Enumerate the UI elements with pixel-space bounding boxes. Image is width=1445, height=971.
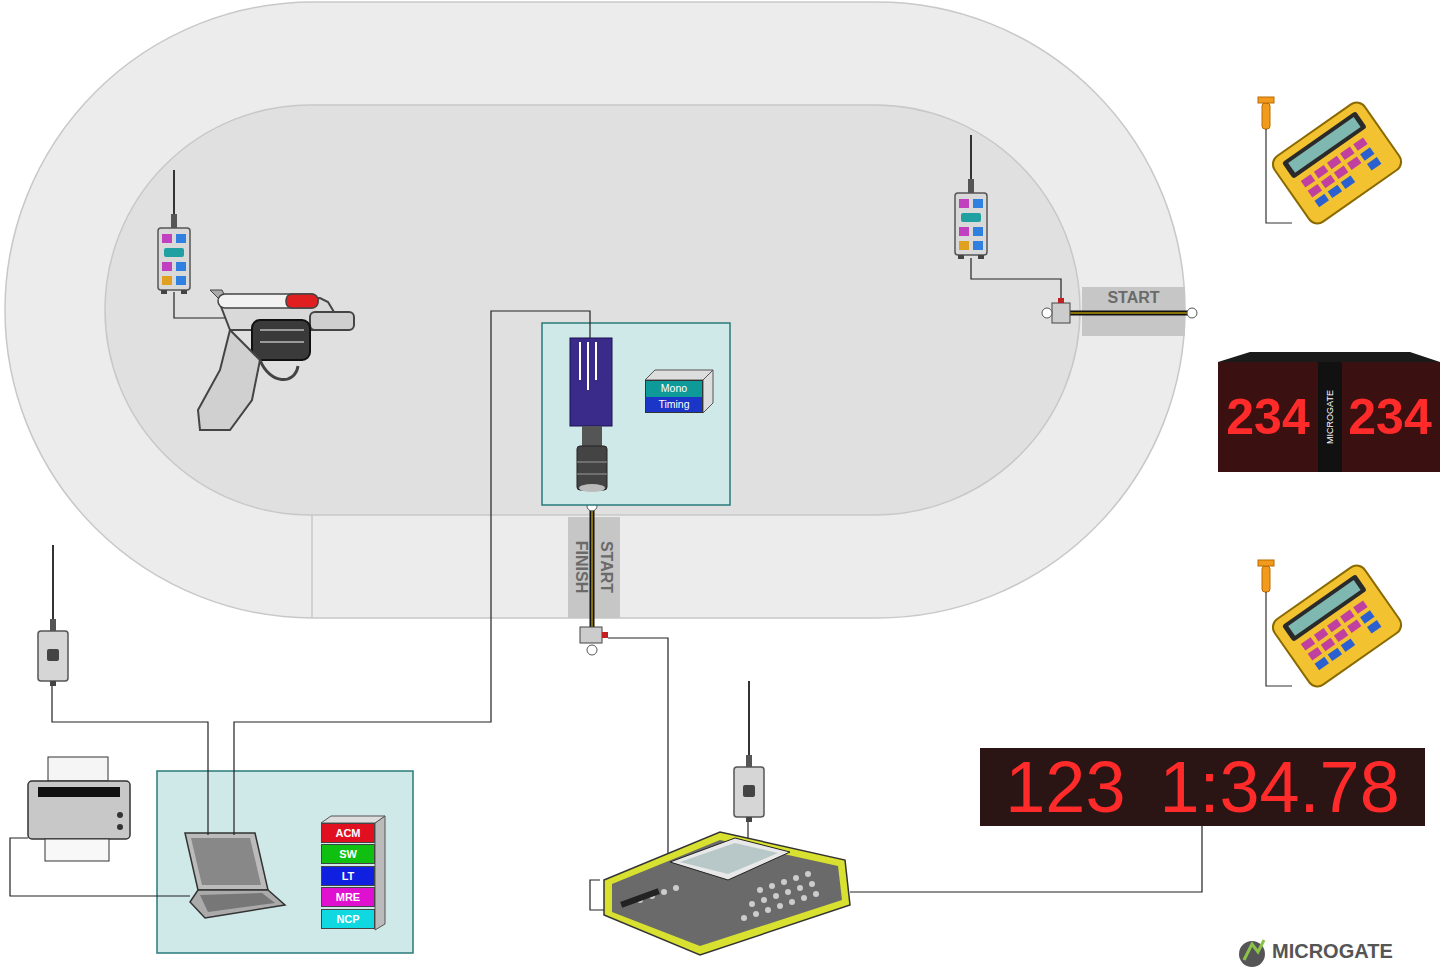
software-module-box: NCP <box>321 909 375 929</box>
scoreboard-display: 123 1:34.78 <box>980 748 1425 826</box>
node-text: 234 <box>1348 392 1431 442</box>
start-band: START <box>1082 287 1185 311</box>
cube-display: 234 MICROGATE 234 <box>1218 362 1440 472</box>
software-module-box: SW <box>321 844 375 864</box>
software-module-box: LT <box>321 866 375 886</box>
software-module-box: ACM <box>321 823 375 843</box>
logo-text: MICROGATE <box>1272 940 1393 963</box>
start-finish-band: START FINISH <box>568 517 620 618</box>
node-text: 123 1:34.78 <box>980 748 1425 826</box>
node-text: START <box>1082 287 1185 309</box>
node-text: Mono Timing <box>654 381 694 412</box>
node-text: SW <box>322 845 374 863</box>
node-text: FINISH <box>573 541 589 593</box>
node-text: MICROGATE <box>1326 390 1335 444</box>
node-text: NCP <box>322 910 374 928</box>
node-text: LT <box>322 867 374 885</box>
timing-module-box: Mono Timing <box>645 380 703 413</box>
node-text: START <box>598 541 614 593</box>
node-text: ACM <box>322 824 374 842</box>
node-text: 234 <box>1226 392 1309 442</box>
node-text: MRE <box>322 888 374 906</box>
software-module-box: MRE <box>321 887 375 907</box>
